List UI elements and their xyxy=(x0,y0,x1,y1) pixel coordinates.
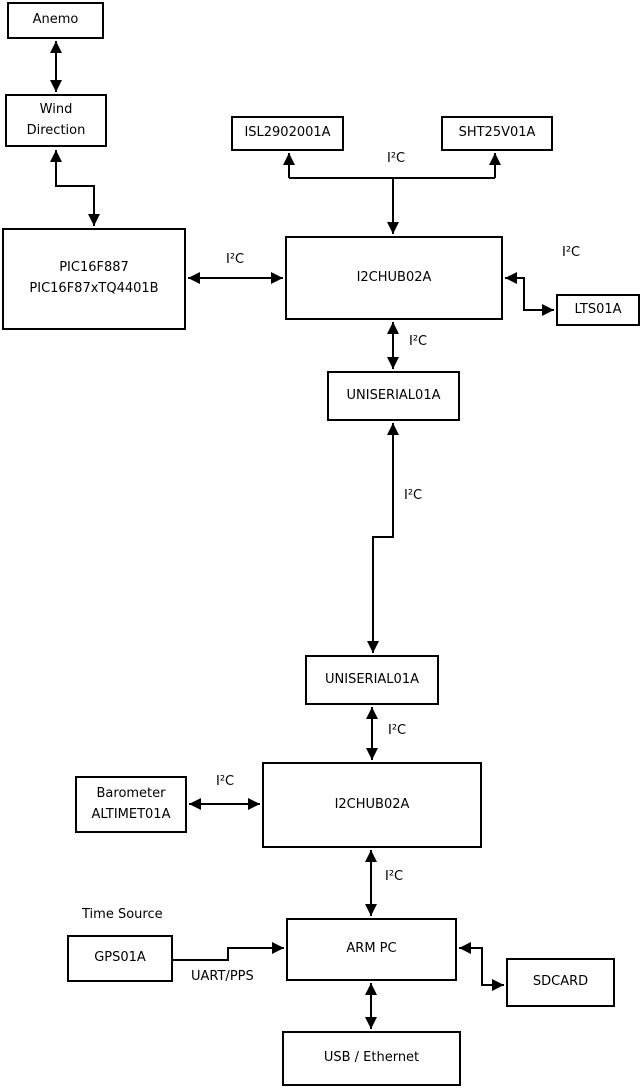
edge-winddirection-pic xyxy=(50,150,100,226)
edge-label-i2c-hub-uniserial: I²C xyxy=(409,334,428,349)
edge-label-i2c-hub2-armpc: I²C xyxy=(385,869,404,884)
node-anemo: Anemo xyxy=(7,2,104,39)
edge-label-time-source: Time Source xyxy=(82,907,163,922)
edge-label-i2c-uniserial-hub2: I²C xyxy=(388,723,407,738)
node-arm-pc: ARM PC xyxy=(286,918,457,981)
node-lts01a: LTS01A xyxy=(556,294,640,326)
edge-gps-armpc xyxy=(173,942,284,961)
node-sdcard: SDCARD xyxy=(506,958,615,1007)
edge-label-i2c-pic-hub: I²C xyxy=(226,252,245,267)
node-i2chub-bottom: I2CHUB02A xyxy=(262,762,482,848)
edge-armpc-sdcard xyxy=(459,942,504,991)
node-sht25v01a: SHT25V01A xyxy=(441,116,553,151)
node-pic-microcontroller: PIC16F887 PIC16F87xTQ4401B xyxy=(2,228,186,330)
node-i2chub-top: I2CHUB02A xyxy=(285,236,503,320)
edge-uniserialtop-uniserialbottom xyxy=(367,423,399,653)
node-gps01a: GPS01A xyxy=(67,935,173,982)
node-uniserial-top: UNISERIAL01A xyxy=(327,371,460,421)
node-isl2902001a: ISL2902001A xyxy=(231,116,344,151)
edge-label-i2c-barometer-hub2: I²C xyxy=(216,774,235,789)
node-uniserial-bottom: UNISERIAL01A xyxy=(305,655,439,705)
node-wind-direction: Wind Direction xyxy=(5,94,107,147)
node-barometer-altimet01a: Barometer ALTIMET01A xyxy=(75,776,187,833)
edge-label-i2c-uniserial-link: I²C xyxy=(404,488,423,503)
edge-label-i2c-hub-lts: I²C xyxy=(562,245,581,260)
node-usb-ethernet: USB / Ethernet xyxy=(282,1031,461,1086)
edge-label-uart-pps: UART/PPS xyxy=(191,969,254,984)
edge-i2chubtop-lts xyxy=(505,272,554,316)
edge-label-i2c-sensors: I²C xyxy=(387,151,406,166)
